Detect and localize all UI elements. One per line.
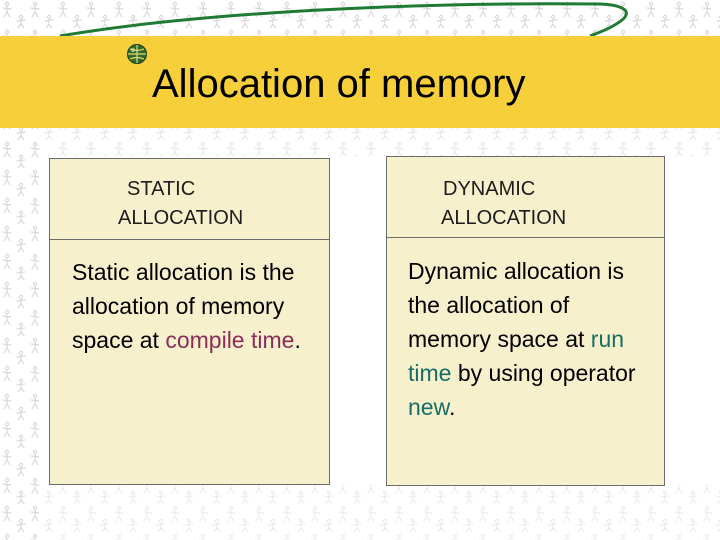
new-operator-highlight: new [408, 394, 449, 420]
dynamic-header-line1: DYNAMIC [443, 178, 536, 200]
slide-title: Allocation of memory [152, 62, 526, 106]
dynamic-allocation-box: DYNAMIC ALLOCATION Dynamic allocation is… [386, 156, 665, 486]
title-band [0, 36, 720, 128]
compile-time-highlight: compile time [165, 327, 295, 353]
static-desc-text: Static allocation is the allocation of m… [72, 259, 295, 353]
dynamic-desc-middle: by using operator [451, 360, 636, 386]
dynamic-box-header: DYNAMIC ALLOCATION [387, 157, 664, 238]
static-header-line1: STATIC [127, 178, 196, 200]
run-time-highlight: run time [408, 326, 625, 386]
dynamic-desc-text: Dynamic allocation is the allocation of … [408, 258, 625, 352]
dynamic-header-line2: ALLOCATION [441, 207, 567, 229]
dynamic-description: Dynamic allocation is the allocation of … [408, 254, 658, 424]
static-description: Static allocation is the allocation of m… [72, 255, 322, 357]
static-header-line2: ALLOCATION [118, 207, 244, 229]
globe-bullet-icon [127, 44, 147, 64]
static-desc-end: . [294, 327, 301, 353]
dynamic-desc-end: . [448, 394, 456, 420]
static-allocation-box: STATIC ALLOCATION Static allocation is t… [49, 158, 330, 485]
static-box-header: STATIC ALLOCATION [50, 159, 329, 240]
